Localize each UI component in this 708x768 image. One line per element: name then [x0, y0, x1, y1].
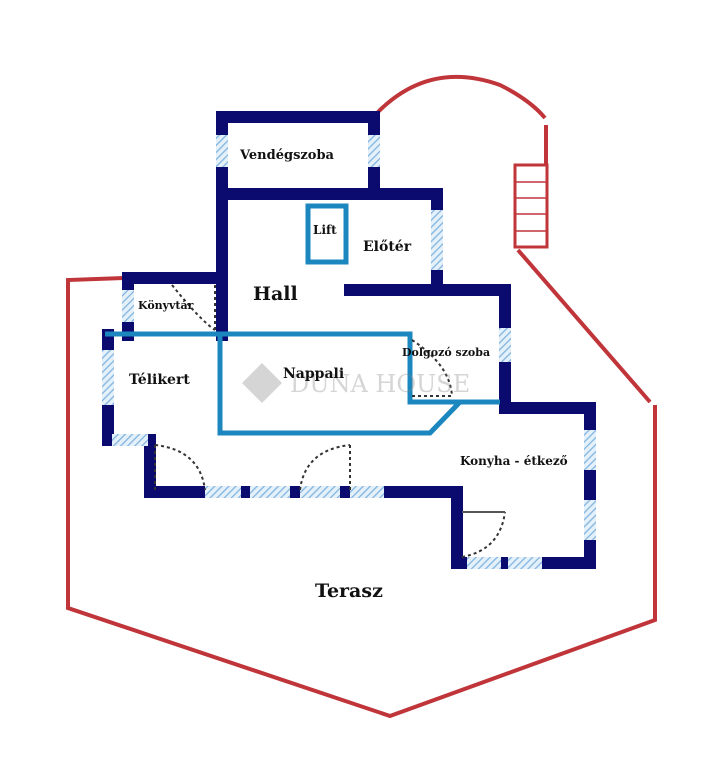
room-label-vendegszoba: Vendégszoba	[239, 148, 335, 163]
inner-walls	[105, 203, 500, 436]
room-label-eloter: Előtér	[363, 239, 412, 255]
terrace-outline	[66, 74, 657, 719]
room-label-konyvtar: Könyvtár	[138, 299, 194, 312]
walls	[102, 111, 596, 569]
doors	[154, 284, 506, 558]
room-label-terasz: Terasz	[315, 580, 383, 602]
duna-house-watermark: DUNA HOUSE	[242, 363, 470, 403]
room-label-lift: Lift	[313, 223, 337, 237]
room-label-konyha: Konyha - étkező	[460, 454, 568, 468]
stairs	[513, 163, 549, 249]
room-label-telikert: Télikert	[129, 372, 190, 388]
windows	[102, 135, 596, 569]
watermark-text: DUNA HOUSE	[290, 370, 470, 398]
room-label-nappali: Nappali	[283, 366, 344, 382]
room-label-dolgozo: Dolgozó szoba	[402, 346, 490, 359]
room-label-hall: Hall	[253, 283, 298, 305]
